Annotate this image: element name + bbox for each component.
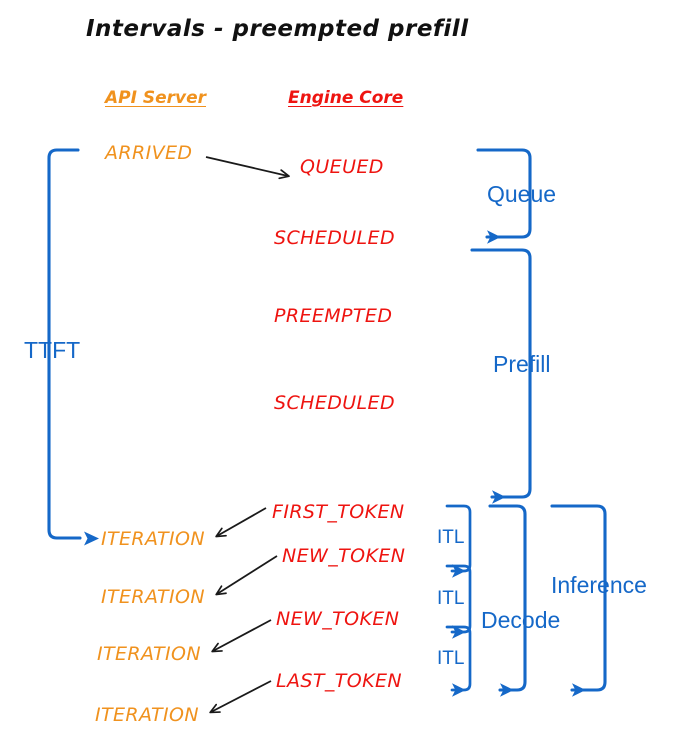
interval-label-itl-1: ITL: [437, 527, 465, 548]
transition-arrow-first-token-to-iteration-1: [215, 507, 267, 538]
transition-arrow-last-token-to-iteration-4: [209, 680, 272, 714]
diagram-title: Intervals - preempted prefill: [86, 16, 469, 42]
column-header-engine-core: Engine Core: [288, 88, 404, 108]
event-label-iteration-3: ITERATION: [97, 643, 202, 665]
event-label-scheduled-1: SCHEDULED: [274, 227, 395, 249]
transition-arrow-arrived-to-queued: [205, 156, 290, 180]
transition-arrow-new-token-1-to-iteration-2: [215, 555, 278, 596]
interval-bracket-inference: [550, 504, 607, 697]
event-label-iteration-4: ITERATION: [95, 704, 200, 726]
event-label-preempted: PREEMPTED: [274, 305, 393, 327]
event-label-new-token-1: NEW_TOKEN: [282, 545, 406, 567]
column-header-api-server: API Server: [105, 88, 207, 108]
event-label-scheduled-2: SCHEDULED: [274, 392, 395, 414]
interval-bracket-decode: [488, 504, 527, 697]
event-label-iteration-1: ITERATION: [101, 528, 206, 550]
interval-label-queue: Queue: [487, 181, 557, 207]
event-label-queued: QUEUED: [300, 156, 384, 178]
interval-label-prefill: Prefill: [493, 351, 551, 377]
interval-label-decode: Decode: [481, 607, 561, 633]
event-label-first-token: FIRST_TOKEN: [272, 501, 405, 523]
event-label-new-token-2: NEW_TOKEN: [276, 608, 400, 630]
interval-label-itl-3: ITL: [437, 648, 465, 669]
event-label-arrived: ARRIVED: [105, 142, 193, 164]
interval-label-inference: Inference: [551, 572, 647, 598]
interval-label-itl-2: ITL: [437, 588, 465, 609]
event-label-last-token: LAST_TOKEN: [276, 670, 402, 692]
interval-label-ttft: TTFT: [24, 337, 81, 363]
event-label-iteration-2: ITERATION: [101, 586, 206, 608]
transition-arrow-new-token-2-to-iteration-3: [211, 619, 272, 653]
